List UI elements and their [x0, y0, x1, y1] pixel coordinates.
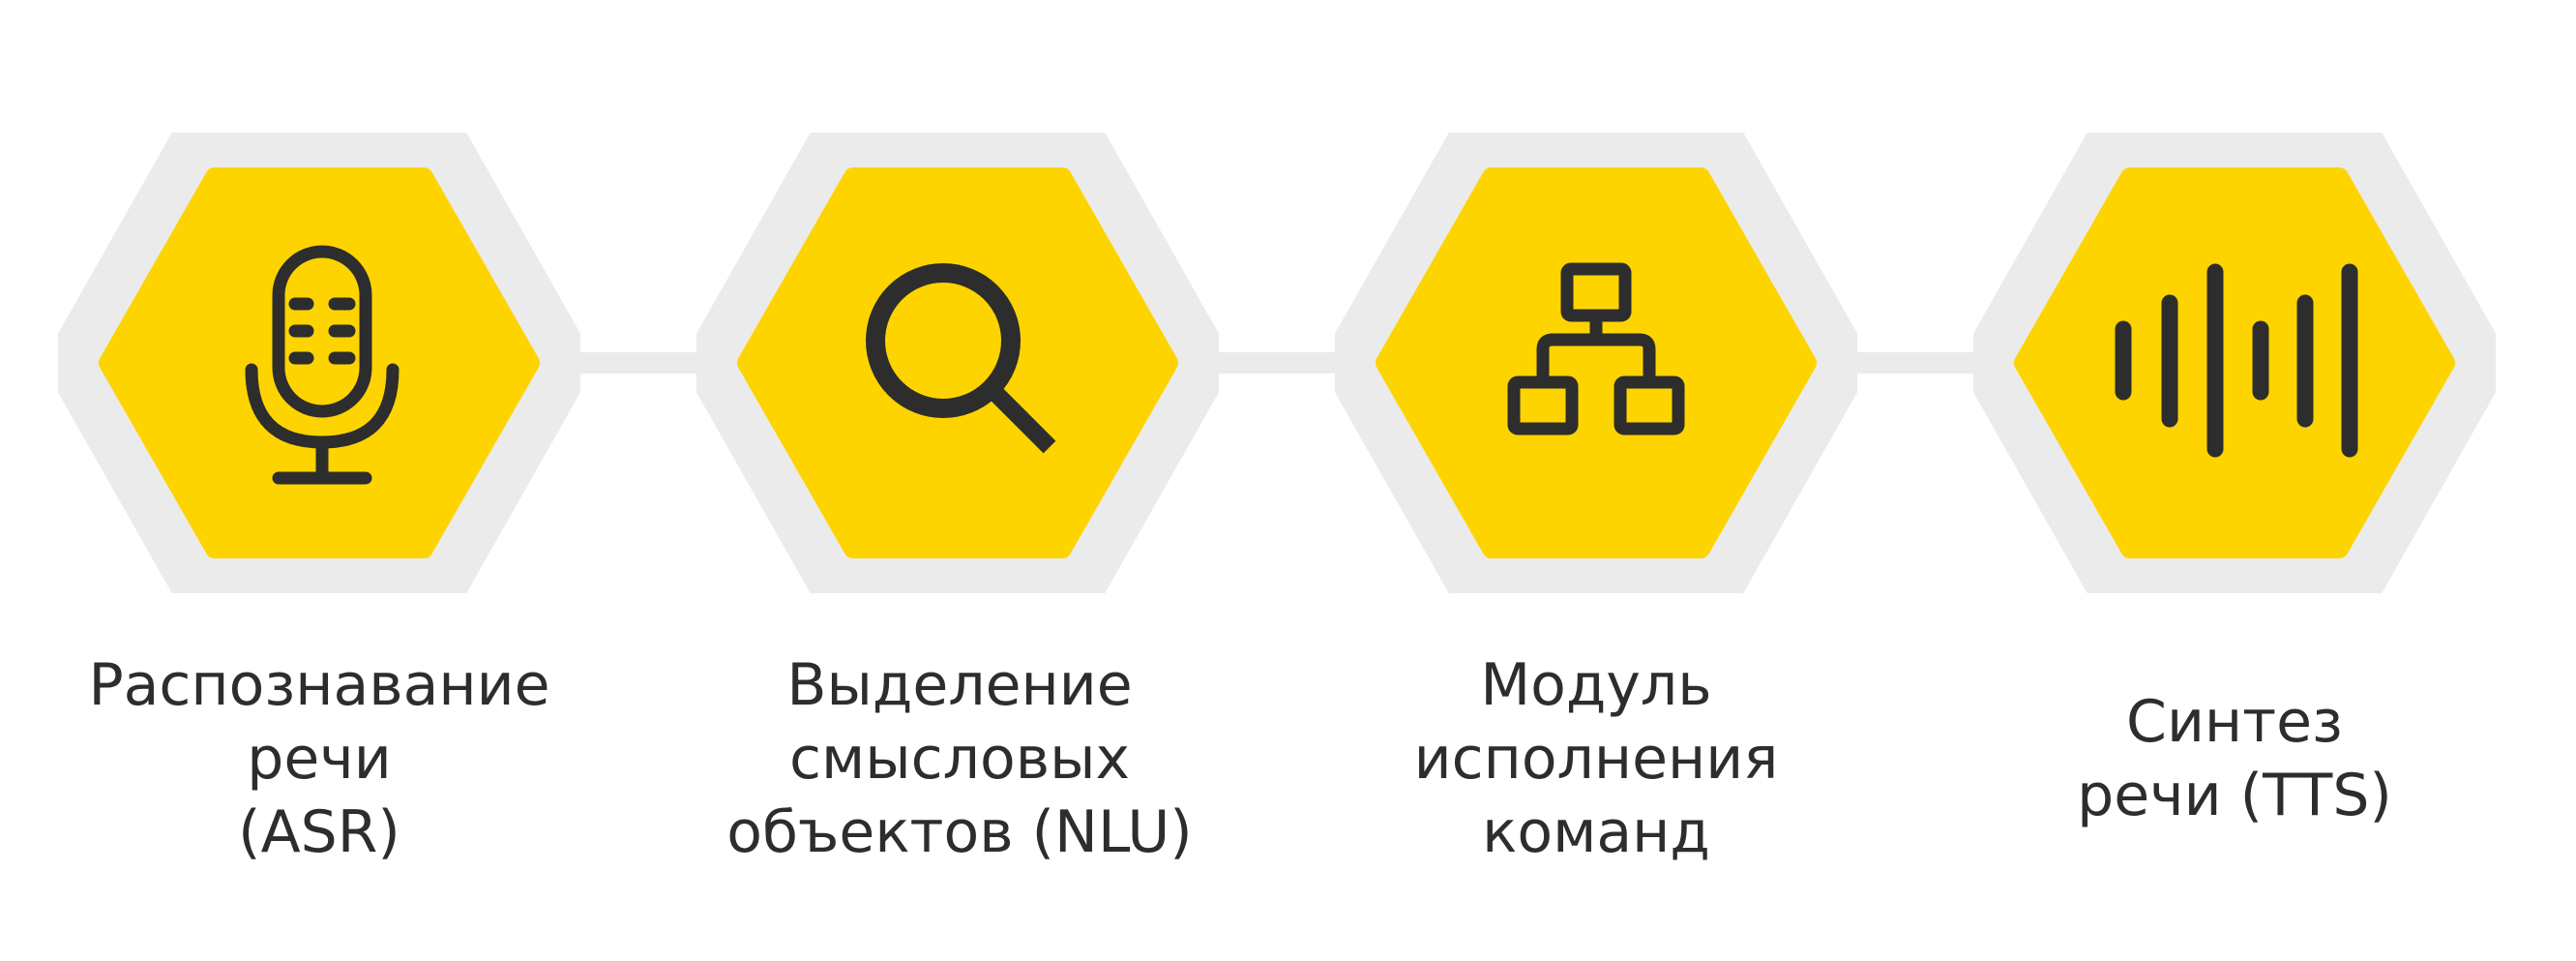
step-command-line-3: команд [1482, 798, 1710, 866]
step-nlu-line-3: объектов (NLU) [726, 798, 1193, 866]
connector-1-2 [571, 352, 706, 374]
step-nlu-line-2: смысловых [789, 725, 1130, 793]
step-asr-line-2: речи [247, 725, 392, 793]
hexagon-shape [1335, 133, 1857, 593]
step-asr-hexagon [58, 133, 580, 593]
microphone-icon [245, 245, 400, 485]
hexagon-shape [696, 133, 1219, 593]
waveform-icon [2115, 263, 2358, 458]
search-icon [866, 263, 1056, 454]
connector-3-4 [1848, 352, 1983, 374]
step-command-line-1: Модуль [1480, 651, 1712, 719]
step-nlu-hexagon [696, 133, 1219, 593]
step-command-caption: Модуль исполнения команд [1325, 648, 1867, 869]
step-asr-caption: Распознавание речи (ASR) [48, 648, 590, 869]
step-command-line-2: исполнения [1413, 725, 1779, 793]
step-tts-line-1: Синтез [2126, 688, 2343, 756]
step-command-hexagon [1335, 133, 1857, 593]
step-tts-line-2: речи (TTS) [2077, 762, 2392, 829]
step-tts-hexagon [1973, 133, 2496, 593]
step-nlu-caption: Выделение смысловых объектов (NLU) [689, 648, 1230, 869]
sitemap-icon [1507, 262, 1685, 435]
step-asr-line-1: Распознавание [88, 651, 550, 719]
connector-2-3 [1209, 352, 1345, 374]
step-tts-caption: Синтез речи (TTS) [1964, 685, 2505, 832]
hexagon-shape [1973, 133, 2496, 593]
step-nlu-line-1: Выделение [786, 651, 1133, 719]
hexagon-shape [58, 133, 580, 593]
step-asr-line-3: (ASR) [238, 798, 400, 866]
